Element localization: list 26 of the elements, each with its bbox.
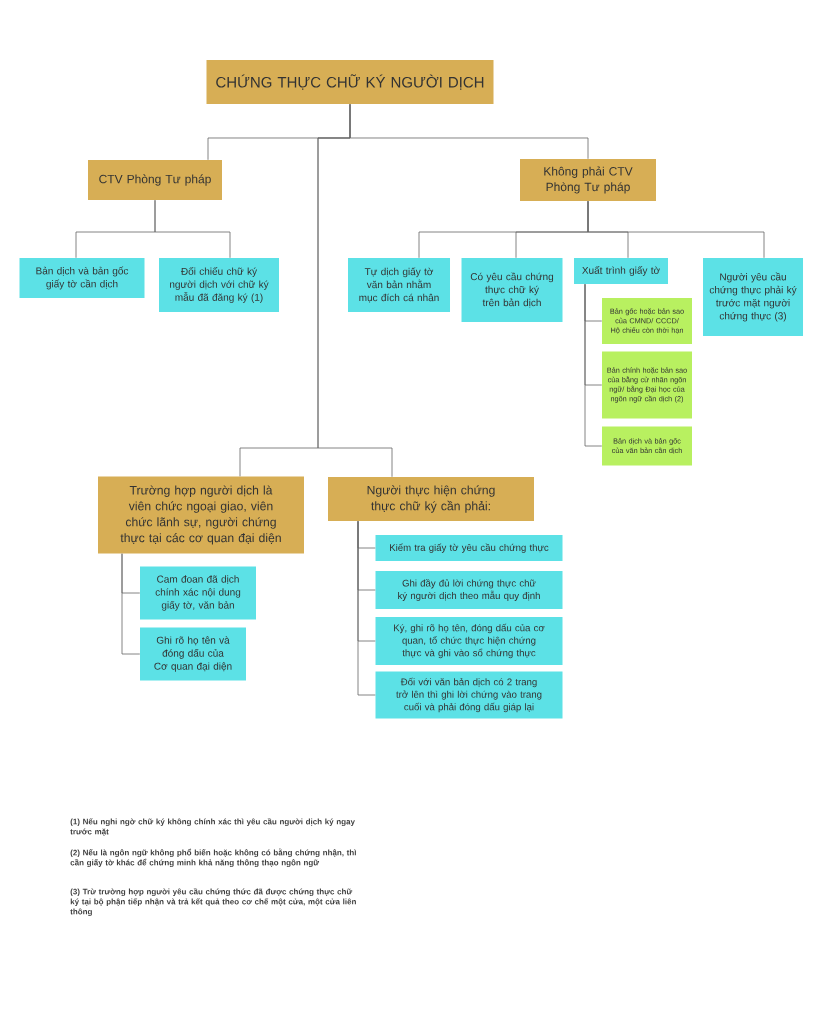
step-box: Có yêu cầu chứng thực chữ ký trên bản dịch bbox=[461, 258, 563, 322]
step-box: Bản dịch và bản gốc giấy tờ cần dịch bbox=[19, 258, 145, 298]
step-box: Đối chiếu chữ ký người dịch với chữ ký mẫu đã đăng ký (1) bbox=[159, 258, 279, 312]
connector-line bbox=[317, 103, 393, 478]
step-box: Ghi rõ họ tên và đóng dấu của Cơ quan đại diện bbox=[140, 627, 246, 681]
category-box: Không phải CTV Phòng Tư pháp bbox=[520, 159, 656, 201]
step-box: Kiểm tra giấy tờ yêu cầu chứng thực bbox=[375, 535, 563, 561]
step-box: Ký, ghi rõ họ tên, đóng dấu của cơ quan, tổ chức thực hiện chứng thực và ghi vào sổ chứng thực bbox=[375, 617, 563, 665]
connector-line bbox=[587, 200, 765, 259]
footnote: (1) Nếu nghi ngờ chữ ký không chính xác thì yêu cầu người dịch ký ngay trước mặt bbox=[70, 818, 355, 836]
category-box: Trường hợp người dịch là viên chức ngoại giao, viên chức lãnh sự, người chứng thực tại các cơ quan đại diện bbox=[98, 476, 304, 554]
step-box: Ghi đầy đủ lời chứng thực chữ ký người dịch theo mẫu quy định bbox=[375, 571, 563, 609]
category-box: Người thực hiện chứng thực chữ ký cần phải: bbox=[328, 477, 534, 521]
connector-line bbox=[154, 199, 231, 259]
category-box: CTV Phòng Tư pháp bbox=[88, 160, 222, 200]
step-box: Tự dịch giấy tờ văn bản nhằm mục đích cá nhân bbox=[348, 258, 450, 312]
step-box: Xuất trình giấy tờ bbox=[574, 258, 668, 284]
connector-line bbox=[357, 520, 376, 696]
connector-line bbox=[121, 553, 141, 655]
title-box: CHỨNG THỰC CHỮ KÝ NGƯỜI DỊCH bbox=[206, 60, 494, 104]
step-box: Đối với văn bản dịch có 2 trang trở lên thì ghi lời chứng vào trang cuối và phải đóng dấu giáp lại bbox=[375, 671, 563, 719]
footnote: (2) Nếu là ngôn ngữ không phổ biến hoặc không có bằng chứng nhận, thì cần giấy tờ khác để chứng minh khả năng thông thạo ngôn ngữ bbox=[70, 848, 356, 868]
step-box: Người yêu cầu chứng thực phải ký trước mặt người chứng thực (3) bbox=[703, 258, 803, 336]
footnote: (3) Trừ trường hợp người yêu cầu chứng thức đã được chứng thực chữ ký tại bộ phận tiếp nhận và trả kết quả theo cơ chế một cửa, một cửa liên thông bbox=[70, 888, 356, 917]
step-box: Cam đoan đã dịch chính xác nội dung giấy tờ, văn bản bbox=[140, 566, 256, 620]
connector-line bbox=[584, 283, 603, 447]
